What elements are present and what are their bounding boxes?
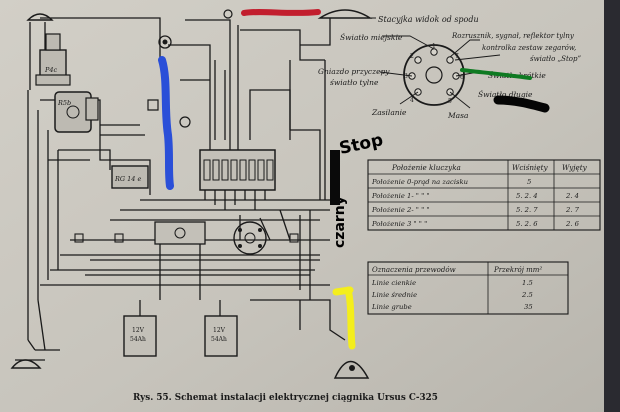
wire-table-cell: Linie cienkie (371, 279, 416, 287)
tail-lamp-bulb (349, 365, 355, 371)
switch-table-cell: 5. 2. 4 (516, 192, 538, 200)
gniazdo-label-1: Gniazdo przyczepy (318, 67, 390, 76)
green-marker-stroke (460, 68, 532, 80)
switch-table-cell: 2. 6 (565, 220, 580, 228)
masa-label: Masa (447, 111, 468, 120)
switch-table-cell: 5. 2. 7 (516, 206, 538, 214)
wire-table-cell: 2.5 (521, 291, 533, 299)
connector-icon (289, 233, 299, 243)
kontrolka-label: kontrolka zestaw zegarów, (482, 44, 576, 52)
page-edge (604, 0, 620, 412)
figure-caption: Rys. 55. Schemat instalacji elektrycznej… (133, 393, 438, 403)
indicator-lamp-icon (158, 35, 172, 49)
terminal-3: 3 (404, 73, 408, 80)
switch-table-cell: 2. 4 (565, 192, 579, 200)
switch-table-cell: Położenie 0-prąd na zacisku (371, 178, 468, 186)
socket-icon (147, 99, 159, 111)
starter-r5b: R5b (54, 91, 99, 133)
r5b-label: R5b (57, 99, 71, 107)
generator-p4c: P4c (35, 33, 71, 86)
ignition-switch-diagram (154, 221, 267, 255)
battery-right: 12V 54Ah (204, 315, 238, 357)
terminal-1: 1 (432, 43, 436, 50)
battery-left-capacity: 54Ah (130, 336, 146, 343)
wire-section-table: Oznaczenia przewodów Przekrój mm² Linie … (367, 261, 569, 315)
rozrusznik-label: Rozrusznik, sygnał, reflektor tylny (451, 32, 575, 40)
gniazdo-label-2: światło tylne (330, 78, 379, 87)
wire-table-cell: Linie średnie (371, 291, 417, 299)
blue-marker-stroke (158, 56, 174, 190)
switch-table-cell: Położenie 3 " " " (371, 220, 427, 228)
black-marker-stroke (493, 95, 550, 113)
switch-table-header-0: Położenie kluczyka (391, 163, 461, 172)
horn-icon (26, 13, 54, 21)
swiatlo-miejskie-label: Światło miejskie (340, 33, 403, 42)
terminal-2: 2 (410, 53, 414, 60)
p4c-label: P4c (44, 66, 58, 74)
switch-table-cell: 2. 7 (565, 206, 580, 214)
swiatlo-stop-label: światło „Stop” (530, 55, 581, 63)
swiatlo-dlugie-label: Światło długie (478, 90, 533, 99)
gauge-icon (179, 116, 191, 128)
lamp-icon (223, 9, 233, 19)
indicator-lamp-center (162, 39, 168, 45)
switch-table-cell: 5. 2. 6 (516, 220, 538, 228)
connector-icon (74, 233, 84, 243)
wire-table-header-0: Oznaczenia przewodów (372, 266, 456, 274)
terminal-6: 6 (460, 74, 464, 81)
regulator-label: RG 14 e (114, 175, 141, 183)
battery-right-capacity: 54Ah (211, 336, 227, 343)
ignition-switch-bottom-view: 1 2 3 4 5 6 7 (379, 35, 501, 109)
switch-table-header-2: Wyjęty (562, 163, 588, 172)
red-marker-stroke (241, 9, 321, 16)
wire-table-cell: Linie grube (371, 303, 412, 311)
zasilanie-label: Zasilanie (371, 108, 407, 117)
switch-table-cell: Położenie 2- " " " (371, 206, 430, 214)
black-marker-bar (330, 150, 340, 205)
connector-icon (114, 233, 124, 243)
terminal-5: 5 (448, 98, 452, 105)
fuse-box (199, 149, 276, 191)
switch-table-header-1: Wciśnięty (512, 163, 548, 172)
battery-left-voltage: 12V (132, 327, 145, 334)
switch-table-cell: 5 (527, 178, 531, 186)
wire-table-cell: 1.5 (522, 279, 533, 287)
battery-left: 12V 54Ah (123, 315, 157, 357)
terminal-7: 7 (455, 53, 459, 60)
regulator-rg14e: RG 14 e (111, 165, 149, 189)
switch-table-cell: Położenie 1- " " " (371, 192, 430, 200)
yellow-marker-stroke (332, 286, 356, 350)
switch-position-table: Położenie kluczyka Wciśnięty Wyjęty Poło… (367, 159, 601, 231)
stacyjka-label: Stacyjka widok od spodu (378, 15, 479, 24)
handwritten-czarny: czarny (332, 196, 348, 248)
terminal-4: 4 (410, 97, 414, 104)
paper-background (0, 0, 606, 412)
rear-lamp-icon (10, 359, 42, 369)
wire-table-cell: 35 (524, 303, 533, 311)
wire-table-header-1: Przekrój mm² (493, 266, 542, 274)
battery-right-voltage: 12V (213, 327, 226, 334)
